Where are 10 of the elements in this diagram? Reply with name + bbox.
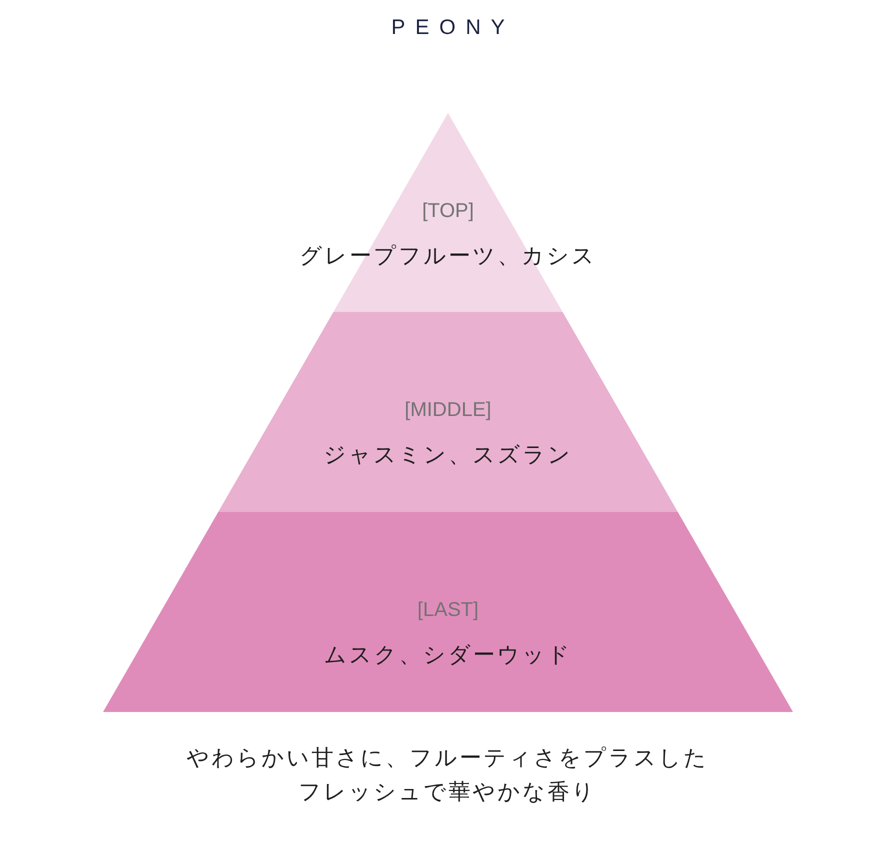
tier-heading: [LAST]	[417, 598, 479, 623]
tier-heading: [MIDDLE]	[404, 398, 492, 423]
tier-heading: [TOP]	[422, 199, 474, 224]
tier-notes: グレープフルーツ、カシス	[300, 244, 596, 270]
diagram-title: PEONY	[391, 15, 515, 41]
tier-notes: ジャスミン、スズラン	[324, 443, 572, 469]
caption-text: やわらかい甘さに、フルーティさをプラスしたフレッシュで華やかな香り	[186, 745, 710, 807]
pyramid-tier	[218, 312, 678, 512]
pyramid-tier	[103, 512, 793, 712]
tier-notes: ムスク、シダーウッド	[324, 643, 572, 669]
